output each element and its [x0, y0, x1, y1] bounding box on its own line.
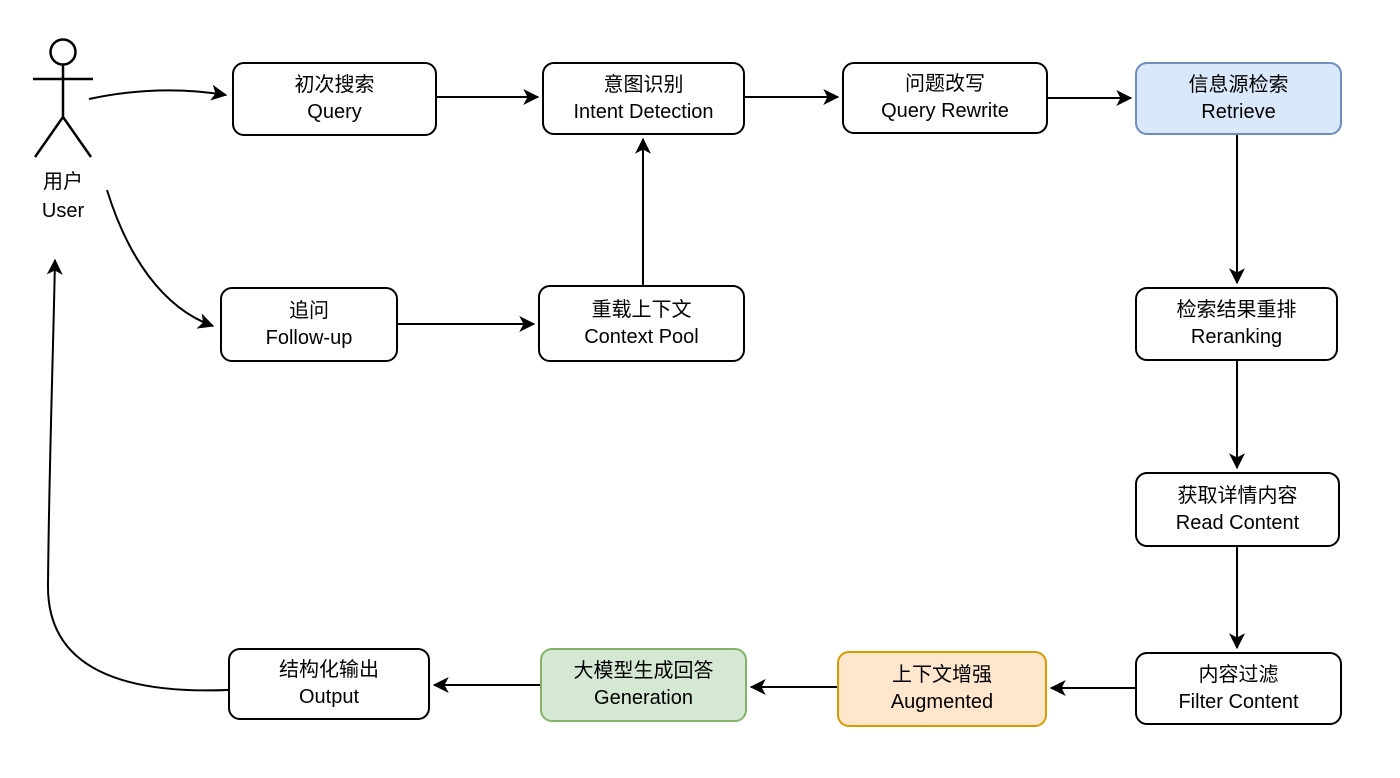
node-output-label-zh: 结构化输出	[279, 659, 379, 681]
node-retrieve-label-zh: 信息源检索	[1188, 73, 1289, 96]
node-augmented-label-en: Augmented	[890, 691, 994, 713]
node-context-pool: 重载上下文 Context Pool	[538, 285, 745, 362]
node-generation: 大模型生成回答 Generation	[540, 648, 747, 722]
node-generation-label-en: Generation	[594, 687, 693, 709]
node-augmented-label-zh: 上下文增强	[892, 664, 992, 686]
node-read-content: 获取详情内容 Read Content	[1135, 472, 1340, 547]
edge-output-to-user	[46, 258, 229, 692]
user-actor-icon	[33, 38, 93, 158]
node-intent-detection: 意图识别 Intent Detection	[542, 62, 745, 135]
node-query-rewrite-label-zh: 问题改写	[905, 73, 985, 95]
node-read-content-label-en: Read Content	[1175, 511, 1300, 534]
edge-user-to-followup	[106, 189, 215, 329]
node-filter-content-label-en: Filter Content	[1178, 690, 1299, 713]
user-actor-label-en: User	[41, 200, 85, 222]
node-reranking-label-en: Reranking	[1190, 326, 1283, 348]
node-follow-up-label-en: Follow-up	[265, 326, 353, 349]
node-follow-up-label-zh: 追问	[289, 299, 329, 322]
node-retrieve-label-en: Retrieve	[1201, 100, 1276, 123]
node-context-pool-label-zh: 重载上下文	[591, 298, 692, 321]
node-generation-label-zh: 大模型生成回答	[573, 660, 714, 682]
node-query-rewrite-label-en: Query Rewrite	[881, 100, 1009, 122]
node-output: 结构化输出 Output	[228, 648, 430, 720]
node-augmented: 上下文增强 Augmented	[837, 651, 1047, 727]
user-actor-label-zh: 用户	[43, 171, 83, 193]
node-query-label-zh: 初次搜索	[294, 74, 375, 96]
node-read-content-label-zh: 获取详情内容	[1177, 484, 1298, 507]
node-reranking-label-zh: 检索结果重排	[1176, 299, 1297, 321]
node-context-pool-label-en: Context Pool	[584, 325, 699, 348]
node-output-label-en: Output	[298, 686, 360, 708]
node-intent-detection-label-zh: 意图识别	[603, 73, 684, 96]
node-query: 初次搜索 Query	[232, 62, 437, 136]
node-intent-detection-label-en: Intent Detection	[573, 100, 714, 123]
node-query-label-en: Query	[307, 101, 362, 123]
node-query-rewrite: 问题改写 Query Rewrite	[842, 62, 1048, 134]
edge-user-to-query	[88, 84, 228, 101]
node-retrieve: 信息源检索 Retrieve	[1135, 62, 1342, 135]
node-reranking: 检索结果重排 Reranking	[1135, 287, 1338, 361]
node-follow-up: 追问 Follow-up	[220, 287, 398, 362]
node-filter-content: 内容过滤 Filter Content	[1135, 652, 1342, 725]
node-filter-content-label-zh: 内容过滤	[1198, 663, 1279, 686]
user-actor-label: 用户 User	[12, 168, 114, 226]
